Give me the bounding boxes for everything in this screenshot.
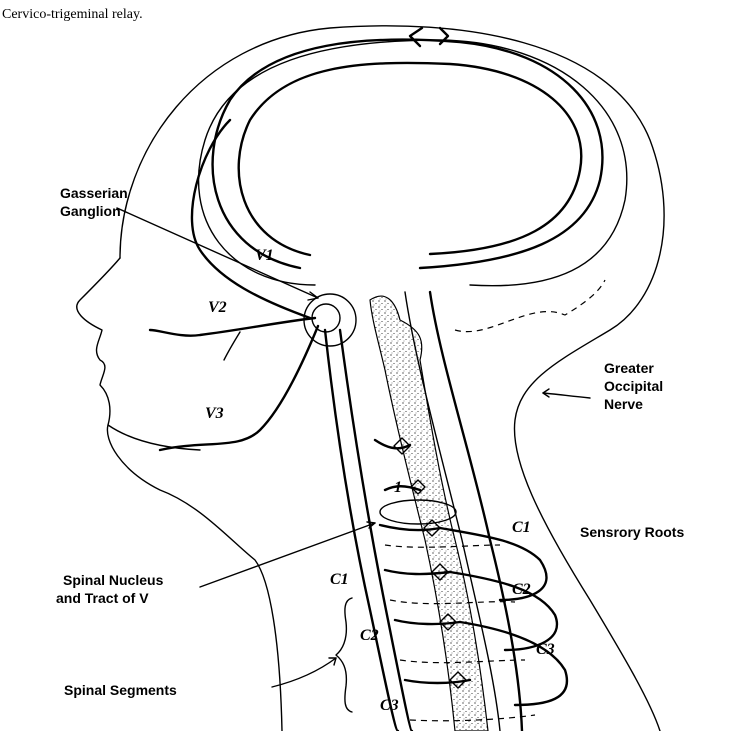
v2-sub [224,332,240,360]
spinal-nucleus-label-line2: and Tract of V [56,590,149,606]
c1-left-label: C1 [330,571,349,588]
c2-left-label: C2 [360,627,379,644]
small-1-label: 1 [394,479,402,496]
gasserian-label-line1: Gasserian [60,185,128,201]
v3-branch [160,326,318,450]
tentorium [410,28,448,46]
c3-right-label: C3 [536,641,555,658]
gasserian-label-line2: Ganglion [60,203,121,219]
v1-label: V1 [255,247,274,264]
spinal-segments-label: Spinal Segments [64,682,177,698]
greater-occipital-label-line3: Nerve [604,396,643,412]
v1-branch [192,120,310,318]
v3-label: V3 [205,405,224,422]
greater-occipital-label-line1: Greater [604,360,654,376]
pointer-arrows [117,208,590,687]
c3-left-label: C3 [380,697,399,714]
v2-branch [150,318,315,336]
c1-right-label: C1 [512,519,531,536]
brain-outline [213,40,603,268]
figure-caption: Cervico-trigeminal relay. [2,7,143,22]
brain-inner [239,63,582,255]
spinal-nucleus-label-line1: Spinal Nucleus [63,572,164,588]
spinal-nucleus-region [370,296,488,731]
dashed-upper [455,280,605,332]
c2-right-label: C2 [512,581,531,598]
sensory-roots-label: Sensrory Roots [580,524,684,540]
v2-label: V2 [208,299,227,316]
face-profile [77,258,282,731]
spinal-segments-bracket [336,598,352,712]
greater-occipital-label-line2: Occipital [604,378,663,394]
spinal-cord-left-edge [325,330,398,731]
